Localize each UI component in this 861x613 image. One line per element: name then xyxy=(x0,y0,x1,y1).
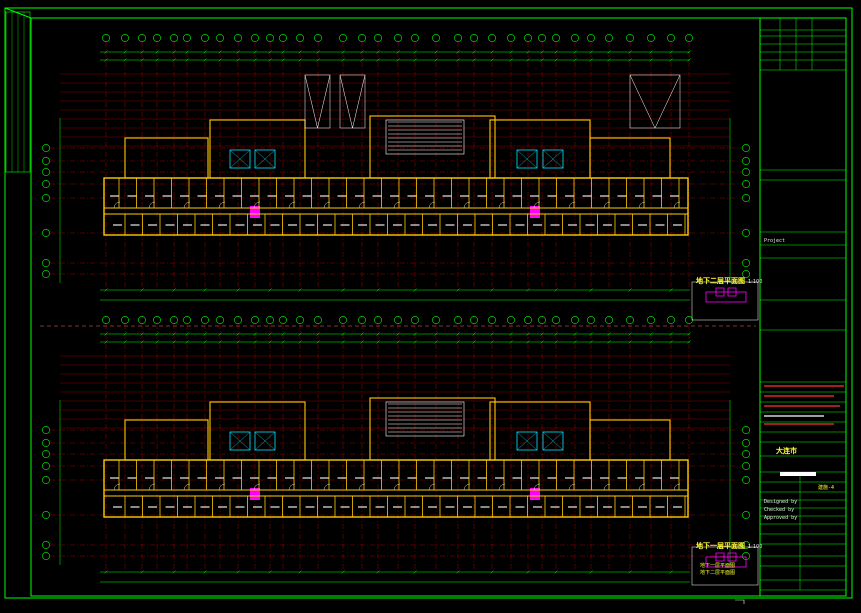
title-block-city: 大连市 xyxy=(776,447,797,455)
title-block-drawing-name-2: 地下二层平面图 xyxy=(700,570,736,576)
title-block-drawing-name-1: 地下一层平面图 xyxy=(700,563,736,569)
title-block-approved-by: Approved by xyxy=(764,515,798,521)
title-block-designed-by: Designed by xyxy=(764,499,798,505)
title-block-sheet-no: 建施-4 xyxy=(818,485,835,491)
floor-plan-lower xyxy=(42,316,750,583)
key-plan xyxy=(691,281,759,321)
plan-scale-text: 1:100 xyxy=(748,279,763,285)
plan-title-text: 地下二层平面图 xyxy=(696,277,745,285)
plan-scale-text: 1:100 xyxy=(748,544,763,550)
title-block-project-label: Project xyxy=(764,238,786,244)
title-block-checked-by: Checked by xyxy=(764,507,795,513)
plan-title-text: 地下一层平面图 xyxy=(696,542,745,550)
key-plan xyxy=(691,546,759,586)
floor-plan-upper xyxy=(42,34,750,301)
